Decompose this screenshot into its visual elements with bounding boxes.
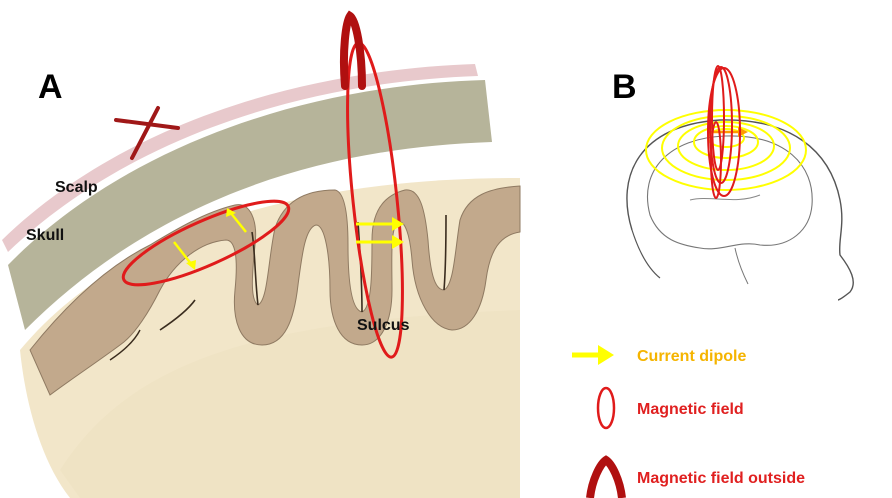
panel-a: A Scalp Skull Sulcus [2, 16, 520, 498]
scalp-label: Scalp [55, 179, 98, 196]
panel-a-letter: A [38, 68, 63, 106]
legend-current-dipole-icon [572, 345, 614, 365]
head-jaw [632, 230, 660, 278]
sulcus-label: Sulcus [357, 317, 410, 334]
panel-b: B [612, 66, 853, 300]
skull-label: Skull [26, 227, 64, 244]
legend-magnetic-field-outside-icon [590, 460, 622, 498]
legend-magnetic-field-outside: Magnetic field outside [637, 470, 805, 487]
legend-magnetic-field: Magnetic field [637, 401, 744, 418]
legend-current-dipole: Current dipole [637, 348, 746, 365]
brainstem [735, 248, 748, 284]
legend-magnetic-field-icon [598, 388, 614, 428]
legend: Current dipole Magnetic field Magnetic f… [572, 345, 805, 498]
panel-b-letter: B [612, 68, 637, 106]
